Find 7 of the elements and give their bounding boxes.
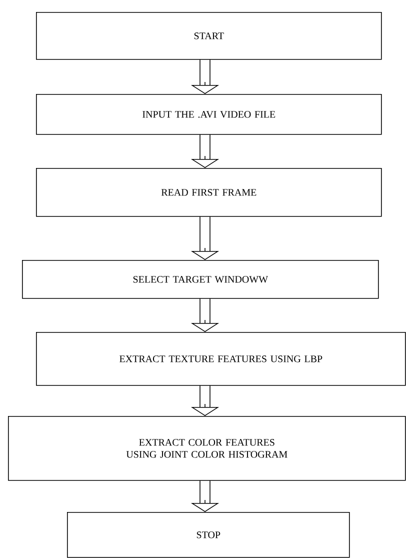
- process-box: EXTRACT TEXTURE FEATURES USING LBP: [36, 332, 406, 386]
- process-box: STOP: [67, 512, 350, 558]
- process-box: INPUT THE .AVI VIDEO FILE: [36, 94, 382, 135]
- process-box: START: [36, 12, 382, 60]
- process-box: READ FIRST FRAME: [36, 168, 382, 217]
- process-box: EXTRACT COLOR FEATURES USING JOINT COLOR HISTOGRAM: [8, 416, 406, 481]
- process-box: SELECT TARGET WINDOWW: [22, 260, 379, 299]
